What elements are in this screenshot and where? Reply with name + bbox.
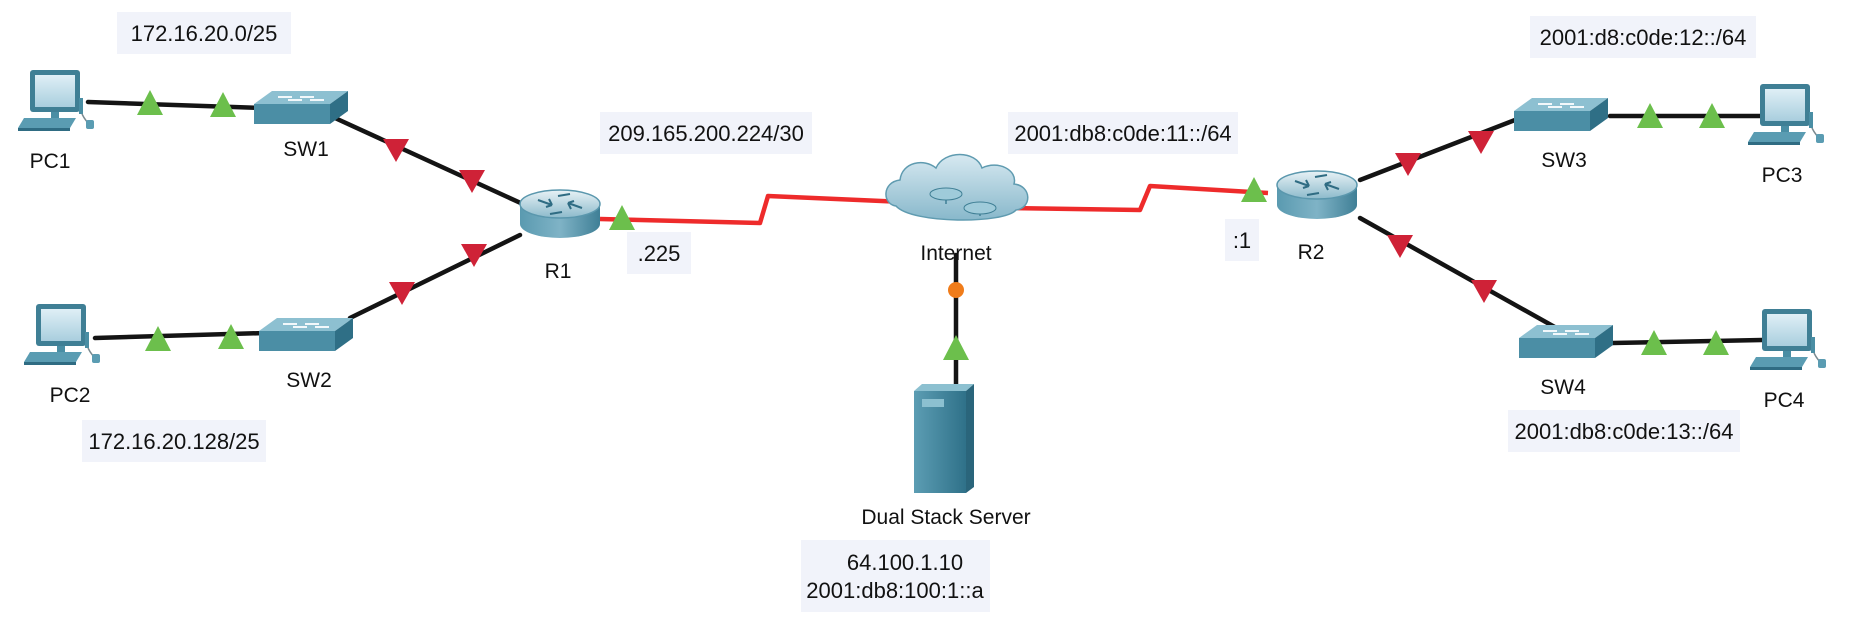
link-pc1-sw1[interactable] [85,99,265,111]
link-down-marker [1471,280,1497,303]
pc3-label: PC3 [1762,164,1803,187]
link-up-marker [218,324,244,349]
link-sw2-r1[interactable] [347,232,523,321]
wan-link-r1-internet[interactable] [599,193,906,226]
pc2-device[interactable]: PC2 [23,303,101,407]
note-r2-addr-text: :1 [1233,228,1251,253]
internet-label: Internet [920,242,991,265]
note-lan2: 172.16.20.128/25 [82,420,266,462]
cloud-icon [885,153,1029,221]
switch-icon [258,317,354,352]
link-sw1-r1[interactable] [332,115,528,208]
wan-links [599,183,1269,226]
link-up-marker [1699,103,1725,128]
switch-icon [1518,324,1614,359]
r2-device[interactable]: R2 [1276,170,1358,264]
link-down-marker [1395,153,1421,176]
link-up-marker [1703,330,1729,355]
sw2-device[interactable]: SW2 [258,317,354,392]
link-r2-sw3[interactable] [1357,117,1518,183]
link-down-marker [383,139,409,162]
link-up-marker [943,335,969,360]
r1-device[interactable]: R1 [519,189,601,283]
pc-icon [17,69,95,132]
r2-label: R2 [1298,241,1325,264]
server-icon [914,384,974,493]
pc-icon [23,303,101,366]
link-down-marker [459,170,485,193]
pc4-device[interactable]: PC4 [1749,308,1827,412]
sw1-device[interactable]: SW1 [253,90,349,161]
link-pc2-sw2[interactable] [92,330,268,341]
note-r2-addr: :1 [1225,219,1259,261]
link-up-marker [1241,177,1267,202]
pc1-label: PC1 [30,150,71,173]
note-r1-addr-text: .225 [638,241,681,266]
note-lan3: 2001:d8:c0de:12::/64 [1530,16,1756,58]
note-server-ipv6-text: 2001:db8:100:1::a [806,578,984,603]
note-r1-addr: .225 [627,232,691,274]
server-device[interactable]: Dual Stack Server [861,384,1031,529]
router-icon [1276,170,1358,220]
note-lan2-text: 172.16.20.128/25 [88,429,259,454]
sw2-label: SW2 [286,369,332,392]
link-down-marker [461,244,487,267]
sw4-label: SW4 [1540,376,1586,399]
switch-icon [1513,97,1609,132]
server-label: Dual Stack Server [861,506,1030,529]
link-up-marker [1637,103,1663,128]
link-markers [137,90,1729,360]
wan-link-internet-r2[interactable] [1004,183,1269,213]
note-lan4: 2001:db8:c0de:13::/64 [1508,410,1740,452]
note-server: 64.100.1.10 2001:db8:100:1::a [801,540,990,612]
note-server-ipv4-text: 64.100.1.10 [847,550,963,575]
link-up-marker [145,326,171,351]
note-wan-r1: 209.165.200.224/30 [600,112,812,154]
note-lan3-text: 2001:d8:c0de:12::/64 [1540,25,1747,50]
link-down-marker [389,282,415,305]
sw4-device[interactable]: SW4 [1518,324,1614,399]
note-wan-r2-text: 2001:db8:c0de:11::/64 [1014,121,1231,146]
link-up-marker [137,90,163,115]
pc1-device[interactable]: PC1 [17,69,95,173]
router-icon [519,189,601,239]
r1-label: R1 [545,260,572,283]
link-up-marker [210,92,236,117]
sw3-device[interactable]: SW3 [1513,97,1609,172]
note-lan1: 172.16.20.0/25 [117,12,291,54]
pc3-device[interactable]: PC3 [1747,83,1825,187]
internet-device[interactable]: Internet [885,153,1029,266]
note-wan-r2: 2001:db8:c0de:11::/64 [1008,112,1238,154]
link-up-marker [609,205,635,230]
pc2-label: PC2 [50,384,91,407]
switch-icon [253,90,349,125]
cables [85,99,1765,399]
link-up-marker [1641,330,1667,355]
note-wan-r1-text: 209.165.200.224/30 [608,121,804,146]
link-down-marker [1468,131,1494,154]
link-down-marker [1387,235,1413,258]
note-lan4-text: 2001:db8:c0de:13::/64 [1515,419,1734,444]
link-sw4-pc4[interactable] [1609,337,1765,346]
link-r2-sw4[interactable] [1357,215,1563,333]
pc4-label: PC4 [1764,389,1805,412]
sw3-label: SW3 [1541,149,1587,172]
link-pending-marker [948,282,964,298]
note-lan1-text: 172.16.20.0/25 [131,21,278,46]
sw1-label: SW1 [283,138,329,161]
